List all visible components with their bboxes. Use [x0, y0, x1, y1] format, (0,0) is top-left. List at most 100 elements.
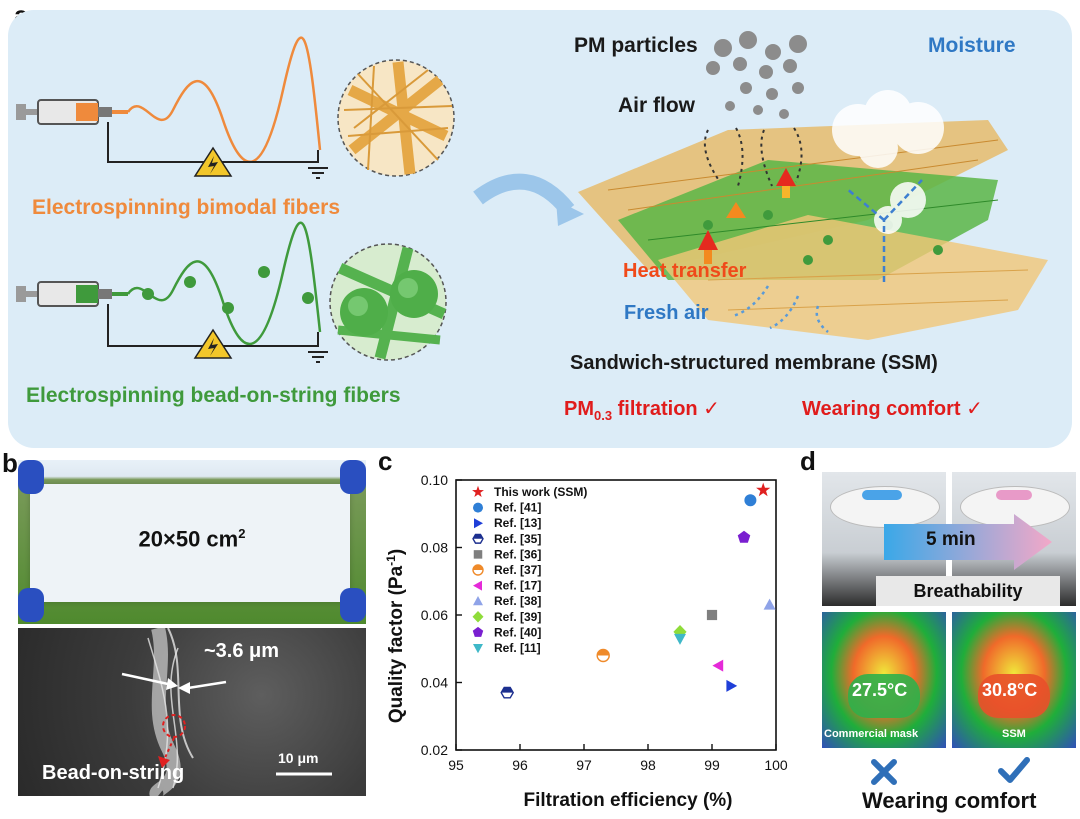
marker-shape — [712, 659, 724, 672]
x-tick-label: 97 — [576, 757, 592, 773]
size-superscript: 2 — [238, 526, 246, 541]
legend-marker — [473, 580, 482, 591]
pm-filtration-label: PM0.3 filtration ✓ — [564, 396, 720, 423]
cross-icon — [871, 759, 897, 785]
pm-particles-icon — [706, 31, 807, 119]
y-tick-label: 0.08 — [421, 540, 448, 556]
air-flow-arrows — [704, 127, 803, 187]
marker-shape — [744, 494, 757, 507]
pm-prefix: PM — [564, 398, 594, 420]
legend-marker — [473, 550, 483, 559]
marker-fill — [473, 565, 483, 570]
legend-entry: Ref. [38] — [494, 594, 541, 608]
legend-entry: Ref. [41] — [494, 501, 541, 515]
sem-image: ~3.6 μm 10 μm Bead-on-string — [18, 628, 366, 796]
marker-fill — [501, 687, 514, 693]
thermal-image-right: 30.8°C SSM — [952, 612, 1076, 748]
thermal-image-left: 27.5°C Commercial mask — [822, 612, 946, 748]
x-tick-label: 95 — [448, 757, 464, 773]
legend-marker — [472, 485, 484, 498]
y-axis-label-end: ) — [386, 549, 407, 555]
marker-shape — [763, 598, 776, 610]
data-point — [706, 609, 718, 621]
moisture-cloud — [832, 90, 944, 234]
legend-entry: Ref. [13] — [494, 516, 541, 530]
legend-entry: Ref. [36] — [494, 547, 541, 561]
fiber-diameter-label: ~3.6 μm — [204, 640, 280, 662]
legend-marker — [472, 626, 484, 637]
heat-transfer-arrows — [698, 168, 796, 264]
mask-right — [978, 674, 1050, 718]
bead-fibers-label: Electrospinning bead-on-string fibers — [26, 384, 401, 407]
size-text: 20×50 cm — [138, 526, 239, 552]
marker-shape — [474, 518, 483, 529]
marker-shape — [756, 482, 771, 497]
fresh-air-arrows — [732, 285, 829, 333]
panel-label-c: c — [378, 446, 393, 476]
beads-blue — [862, 490, 902, 500]
legend-marker — [472, 611, 484, 623]
x-axis-label: Filtration efficiency (%) — [523, 790, 732, 811]
marker-shape — [472, 626, 484, 637]
orange-fiber-wave — [126, 36, 322, 163]
data-point — [712, 659, 724, 672]
membrane-sheet — [30, 484, 350, 602]
membrane-size-label: 20×50 cm2 — [18, 526, 366, 552]
process-arrow — [473, 173, 575, 216]
legend-marker — [472, 533, 484, 544]
data-point — [763, 598, 776, 610]
temp-left: 27.5°C — [852, 680, 908, 700]
x-tick-label: 98 — [640, 757, 656, 773]
beads-pink — [996, 490, 1032, 500]
marker-shape — [473, 550, 483, 559]
pm-suffix: filtration ✓ — [612, 398, 720, 420]
y-axis-label-main: Quality factor (Pa — [386, 565, 407, 723]
data-point — [726, 679, 738, 692]
bead-on-string-label: Bead-on-string — [42, 762, 185, 784]
legend-entry: Ref. [39] — [494, 610, 541, 624]
wearing-comfort-label-a: Wearing comfort ✓ — [802, 398, 983, 420]
time-label: 5 min — [926, 529, 976, 550]
legend-entry: Ref. [17] — [494, 579, 541, 593]
glove-right-icon — [340, 460, 366, 494]
ssm-mask-label: SSM — [1002, 728, 1026, 740]
heat-transfer-label: Heat transfer — [623, 260, 747, 282]
legend-marker — [473, 644, 483, 654]
marker-shape — [706, 609, 718, 621]
sem-texture — [121, 628, 332, 796]
marker-shape — [473, 502, 483, 513]
bimodal-fiber-closeup — [337, 59, 455, 177]
bead-fiber-closeup — [329, 243, 447, 361]
marker-shape — [473, 595, 483, 606]
data-point — [756, 482, 771, 497]
data-point — [744, 494, 757, 507]
marker-fill — [597, 649, 610, 656]
pm-particles-label: PM particles — [574, 34, 698, 57]
moisture-arrows — [845, 179, 923, 282]
y-tick-label: 0.10 — [421, 472, 448, 488]
glove-bottom-right-icon — [340, 588, 366, 622]
temp-right: 30.8°C — [982, 680, 1038, 700]
y-tick-label: 0.04 — [421, 675, 448, 691]
legend-entry: This work (SSM) — [494, 485, 587, 499]
marker-shape — [674, 633, 686, 645]
legend-entry: Ref. [11] — [494, 641, 541, 655]
legend-marker — [473, 595, 483, 606]
data-point — [596, 648, 610, 663]
x-tick-label: 96 — [512, 757, 528, 773]
y-axis-label-sup: -1 — [384, 555, 398, 566]
marker-shape — [726, 679, 738, 692]
breathability-label: Breathability — [876, 576, 1060, 606]
y-tick-label: 0.02 — [421, 742, 448, 758]
x-tick-label: 100 — [764, 757, 788, 773]
marker-shape — [472, 485, 484, 498]
marker-shape — [473, 644, 483, 654]
marker-shape — [737, 530, 751, 543]
data-point — [674, 633, 686, 645]
marker-shape — [472, 611, 484, 623]
air-flow-label: Air flow — [618, 94, 695, 117]
legend-entry: Ref. [40] — [494, 625, 541, 639]
y-axis-label: Quality factor (Pa-1) — [384, 549, 407, 723]
